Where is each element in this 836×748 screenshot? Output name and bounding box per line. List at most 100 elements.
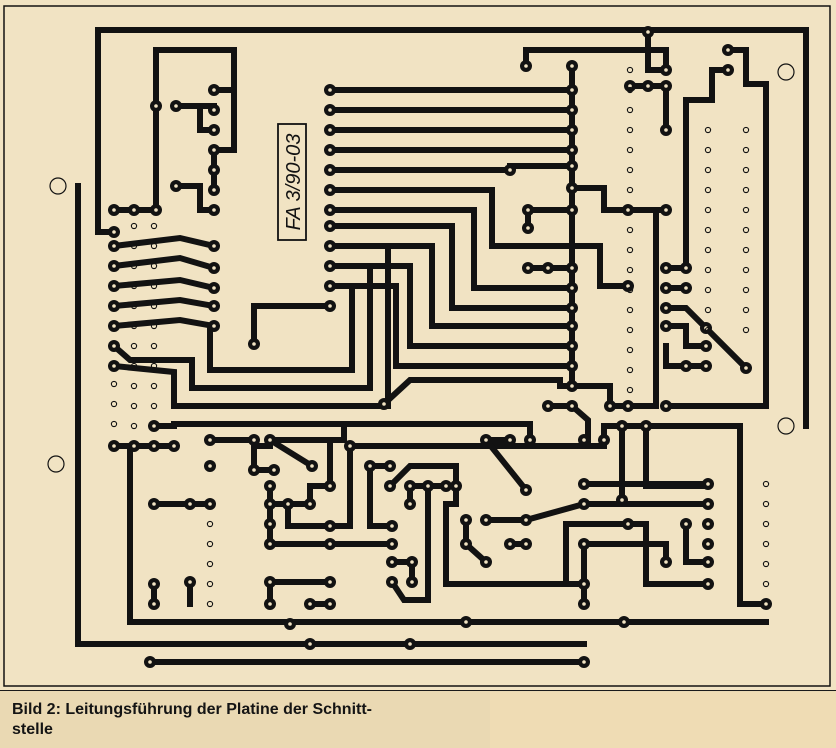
pad-drill (664, 324, 668, 328)
grid-hole (206, 600, 214, 608)
grid-hole (130, 222, 138, 230)
pad-drill (726, 68, 730, 72)
grid-hole (626, 86, 634, 94)
pad-drill (484, 560, 488, 564)
pad-drill (212, 324, 216, 328)
pad-drill (252, 468, 256, 472)
pad-drill (464, 620, 468, 624)
pad-drill (426, 484, 430, 488)
pad-drill (664, 306, 668, 310)
grid-hole (704, 126, 712, 134)
grid-hole (150, 302, 158, 310)
pad-drill (328, 224, 332, 228)
grid-hole (626, 386, 634, 394)
grid-hole (704, 166, 712, 174)
pad-drill (188, 502, 192, 506)
caption-line-2: stelle (12, 721, 53, 738)
grid-hole (150, 402, 158, 410)
pad-drill (646, 84, 650, 88)
grid-hole (130, 342, 138, 350)
traces (75, 27, 809, 665)
grid-hole (626, 106, 634, 114)
grid-hole (742, 306, 750, 314)
grid-hole (130, 382, 138, 390)
board-label-group: FA 3/90-03 (277, 123, 307, 241)
board-label-box (277, 123, 307, 241)
pad-drill (272, 468, 276, 472)
grid-hole (150, 322, 158, 330)
pad-drill (328, 284, 332, 288)
grid-hole (704, 206, 712, 214)
grid-hole (130, 242, 138, 250)
mounting-hole (777, 417, 795, 435)
pad-drill (602, 438, 606, 442)
pad-drill (408, 502, 412, 506)
hole-grid (110, 66, 770, 608)
pad-drill (706, 542, 710, 546)
pad-drill (112, 244, 116, 248)
grid-hole (150, 262, 158, 270)
grid-hole (130, 322, 138, 330)
grid-hole (130, 362, 138, 370)
pad-drill (526, 266, 530, 270)
pad-drill (308, 502, 312, 506)
grid-hole (130, 422, 138, 430)
grid-hole (130, 302, 138, 310)
pad-drill (526, 208, 530, 212)
grid-hole (742, 126, 750, 134)
pad-drill (744, 366, 748, 370)
pad-drill (268, 542, 272, 546)
pad-drill (508, 168, 512, 172)
pad-drill (608, 404, 612, 408)
pad-drill (570, 324, 574, 328)
pad-drill (570, 148, 574, 152)
grid-hole (130, 282, 138, 290)
pad-drill (664, 286, 668, 290)
pad-drill (664, 560, 668, 564)
pad-drill (664, 404, 668, 408)
pad-drill (706, 502, 710, 506)
pad-drill (570, 108, 574, 112)
pad-drill (112, 324, 116, 328)
pad-drill (454, 484, 458, 488)
pad-drill (390, 524, 394, 528)
pad-drill (212, 266, 216, 270)
grid-hole (742, 326, 750, 334)
pad-drill (546, 404, 550, 408)
pad-drill (706, 482, 710, 486)
pad-drill (528, 438, 532, 442)
pad-drill (132, 208, 136, 212)
pad-drill (628, 84, 632, 88)
pad-drill (390, 542, 394, 546)
pad-drill (570, 286, 574, 290)
pad-drill (288, 622, 292, 626)
grid-hole (150, 422, 158, 430)
pad-drill (464, 518, 468, 522)
pad-drill (524, 518, 528, 522)
pad-drill (212, 168, 216, 172)
pad-drill (148, 660, 152, 664)
pad-drill (208, 464, 212, 468)
grid-hole (704, 286, 712, 294)
grid-hole (626, 226, 634, 234)
pad-drill (328, 88, 332, 92)
pad-drill (268, 522, 272, 526)
grid-hole (704, 306, 712, 314)
pad-drill (570, 306, 574, 310)
pad-drill (408, 642, 412, 646)
grid-hole (704, 246, 712, 254)
grid-hole (130, 402, 138, 410)
pad-drill (174, 104, 178, 108)
grid-hole (704, 186, 712, 194)
grid-hole (150, 442, 158, 450)
pad-drill (152, 424, 156, 428)
pad-drill (410, 560, 414, 564)
caption-side-panel (490, 692, 836, 748)
pad-drill (328, 484, 332, 488)
pad-drill (348, 444, 352, 448)
pad-drill (524, 488, 528, 492)
pad-drill (188, 580, 192, 584)
pad-drill (626, 522, 630, 526)
pad-drill (570, 186, 574, 190)
mounting-holes (47, 63, 795, 473)
